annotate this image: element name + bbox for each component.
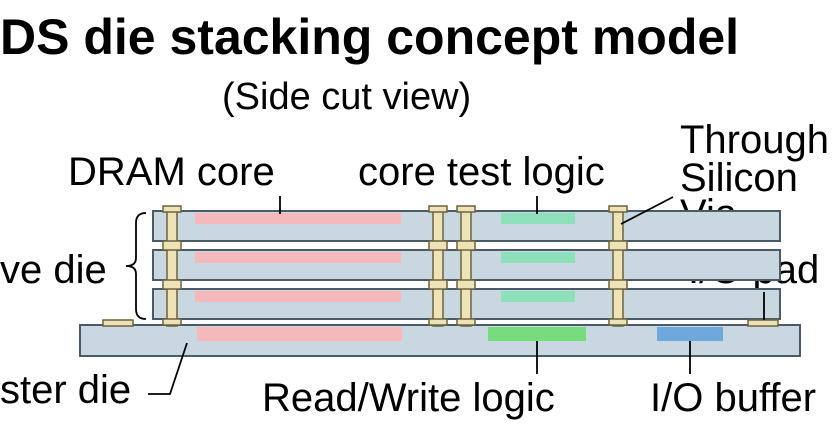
core-test-logic-band-2 xyxy=(501,252,575,263)
core-test-logic-band-3 xyxy=(501,291,575,302)
tsv-joint xyxy=(456,318,476,326)
diagram-title: DS die stacking concept model xyxy=(0,9,740,65)
tsv-column-3 xyxy=(456,205,476,327)
tsv-joint xyxy=(608,279,628,290)
master-die-label: ster die xyxy=(0,368,132,412)
tsv-joint xyxy=(608,240,628,251)
dram-core-band-3 xyxy=(195,291,401,302)
tsv-column-1 xyxy=(162,205,182,327)
read-write-logic-band xyxy=(488,327,586,341)
tsv-joint xyxy=(428,279,448,290)
tsv-shaft xyxy=(612,209,624,327)
tsv-joint xyxy=(608,318,628,326)
tsv-shaft xyxy=(432,209,444,327)
tsv-cap-top xyxy=(162,205,182,213)
tsv-cap-top xyxy=(608,205,628,213)
tsv-joint xyxy=(456,240,476,251)
tsv-cap-top xyxy=(456,205,476,213)
dram-core-band-2 xyxy=(195,252,401,263)
io-buffer-label: I/O buffer xyxy=(650,376,817,420)
core-test-logic-band-1 xyxy=(501,213,575,224)
tsv-column-2 xyxy=(428,205,448,327)
io-pad-left xyxy=(102,319,134,327)
tsv-joint xyxy=(162,318,182,326)
tsv-label-line2: Silicon xyxy=(680,156,798,200)
master-die-leader xyxy=(148,342,188,395)
tsv-joint xyxy=(428,318,448,326)
io-pad-right xyxy=(747,319,779,327)
tsv-joint xyxy=(456,279,476,290)
diagram-subtitle: (Side cut view) xyxy=(222,76,472,118)
dram-core-band-1 xyxy=(195,213,401,224)
tsv-label-line1: Through xyxy=(680,118,829,162)
tsv-joint xyxy=(162,279,182,290)
tsv-joint xyxy=(162,240,182,251)
slave-die-label: ve die xyxy=(0,248,107,292)
dram-core-label: DRAM core xyxy=(68,150,275,194)
core-test-logic-label: core test logic xyxy=(358,150,605,194)
tsv-leader xyxy=(620,196,674,225)
tsv-joint xyxy=(428,240,448,251)
tsv-shaft xyxy=(460,209,472,327)
slave-die-brace xyxy=(125,212,147,320)
dram-core-band-master xyxy=(197,327,402,341)
tsv-column-4 xyxy=(608,205,628,327)
io-buffer-band xyxy=(657,327,723,341)
read-write-logic-label: Read/Write logic xyxy=(262,376,555,420)
tsv-shaft xyxy=(166,209,178,327)
tsv-cap-top xyxy=(428,205,448,213)
